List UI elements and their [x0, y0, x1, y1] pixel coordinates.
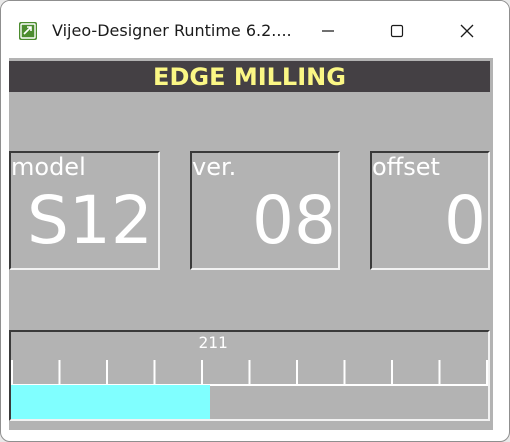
- bar-graph-fill: [11, 385, 210, 419]
- version-label: ver.: [192, 153, 237, 181]
- version-display: ver. 08: [190, 151, 340, 270]
- model-label: model: [11, 153, 86, 181]
- screen-title: EDGE MILLING: [153, 63, 346, 91]
- hmi-screen: EDGE MILLING model S12 ver. 08 offset 0 …: [9, 58, 493, 430]
- version-value: 08: [252, 182, 336, 259]
- close-button[interactable]: [444, 11, 490, 51]
- maximize-icon: [390, 24, 404, 38]
- offset-label: offset: [372, 153, 440, 181]
- minimize-button[interactable]: [305, 11, 351, 51]
- model-value: S12: [27, 182, 153, 259]
- vijeo-runtime-icon: [19, 22, 37, 40]
- model-display: model S12: [9, 151, 160, 270]
- offset-display: offset 0: [370, 151, 490, 270]
- minimize-icon: [322, 30, 334, 32]
- close-icon: [460, 24, 474, 38]
- bar-graph: 211: [9, 330, 490, 421]
- title-bar[interactable]: Vijeo-Designer Runtime 6.2....: [1, 1, 509, 45]
- offset-value: 0: [444, 182, 486, 259]
- window-title: Vijeo-Designer Runtime 6.2....: [52, 21, 292, 40]
- bar-graph-value: 211: [198, 333, 228, 352]
- screen-header: EDGE MILLING: [9, 61, 490, 92]
- maximize-button[interactable]: [374, 11, 420, 51]
